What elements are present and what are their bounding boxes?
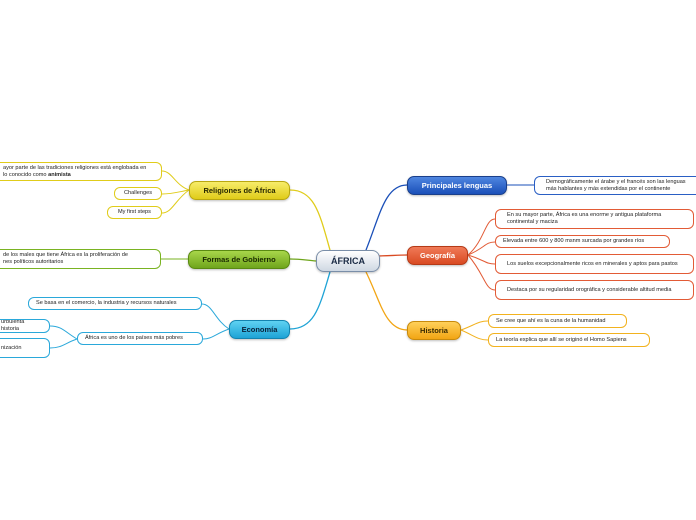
leaf-rel-challenges[interactable]: Challenges (114, 187, 162, 200)
leaf-text-line-1: de los males que tiene África es la prol… (3, 252, 128, 258)
leaf-text: África es uno de los países más pobres (85, 335, 183, 341)
leaf-eco-colonizacion[interactable]: nización (0, 338, 50, 358)
leaf-text-plain: lo conocido como (3, 171, 49, 178)
leaf-text: Demográficamente el árabe y el francés s… (546, 178, 686, 192)
leaf-gob-regimenes-autoritarios[interactable]: de los males que tiene África es la prol… (0, 249, 161, 269)
branch-historia[interactable]: Historia (407, 321, 461, 340)
leaf-text-line-2: nes políticos autoritarios (3, 259, 64, 265)
leaf-text: La teoría explica que allí se originó el… (496, 336, 627, 343)
leaf-text: My first steps (118, 209, 151, 215)
branch-economia[interactable]: Economía (229, 320, 290, 339)
leaf-rel-animista[interactable]: ayor parte de las tradiciones religiones… (0, 162, 162, 181)
leaf-hist-cuna-humanidad[interactable]: Se cree que ahí es la cuna de la humanid… (488, 314, 627, 328)
leaf-text: de los males que tiene África es la prol… (3, 252, 128, 266)
leaf-text: nización (1, 344, 22, 351)
leaf-text-line-2: lo conocido como animista (3, 172, 146, 179)
leaf-text: En su mayor parte, África es una enorme … (507, 212, 662, 225)
leaf-text: urbulenta historia (1, 319, 25, 332)
leaf-text: Se cree que ahí es la cuna de la humanid… (496, 317, 606, 324)
leaf-geo-elevada[interactable]: Elevada entre 600 y 800 msnm surcada por… (495, 235, 670, 248)
leaf-text: ayor parte de las tradiciones religiones… (3, 165, 146, 179)
leaf-geo-suelos-ricos[interactable]: Los suelos excepcionalmente ricos en min… (495, 254, 694, 274)
leaf-text-line-1: ayor parte de las tradiciones religiones… (3, 164, 147, 171)
leaf-rel-my-first-steps[interactable]: My first steps (107, 206, 162, 219)
leaf-eco-paises-pobres[interactable]: África es uno de los países más pobres (77, 332, 203, 345)
root-node-africa[interactable]: ÁFRICA (316, 250, 380, 272)
leaf-geo-regularidad-orografica[interactable]: Destaca por su regularidad orográfica y … (495, 280, 694, 300)
leaf-text: Challenges (124, 190, 152, 196)
leaf-hist-homo-sapiens[interactable]: La teoría explica que allí se originó el… (488, 333, 650, 347)
leaf-lenguas-arabe-frances[interactable]: Demográficamente el árabe y el francés s… (534, 176, 696, 195)
branch-formas-de-gobierno[interactable]: Formas de Gobierno (188, 250, 290, 269)
leaf-text: Destaca por su regularidad orográfica y … (507, 286, 672, 293)
leaf-geo-plataforma-continental[interactable]: En su mayor parte, África es una enorme … (495, 209, 694, 229)
leaf-text: Se basa en el comercio, la industria y r… (36, 300, 177, 306)
leaf-text: Los suelos excepcionalmente ricos en min… (507, 260, 678, 267)
leaf-text-bold: animista (48, 171, 71, 178)
leaf-eco-turbulenta-historia[interactable]: urbulenta historia (0, 319, 50, 333)
branch-principales-lenguas[interactable]: Principales lenguas (407, 176, 507, 195)
branch-geografia[interactable]: Geografía (407, 246, 468, 265)
branch-religiones-de-africa[interactable]: Religiones de África (189, 181, 290, 200)
leaf-text: Elevada entre 600 y 800 msnm surcada por… (503, 238, 645, 244)
leaf-eco-comercio-industria[interactable]: Se basa en el comercio, la industria y r… (28, 297, 202, 310)
